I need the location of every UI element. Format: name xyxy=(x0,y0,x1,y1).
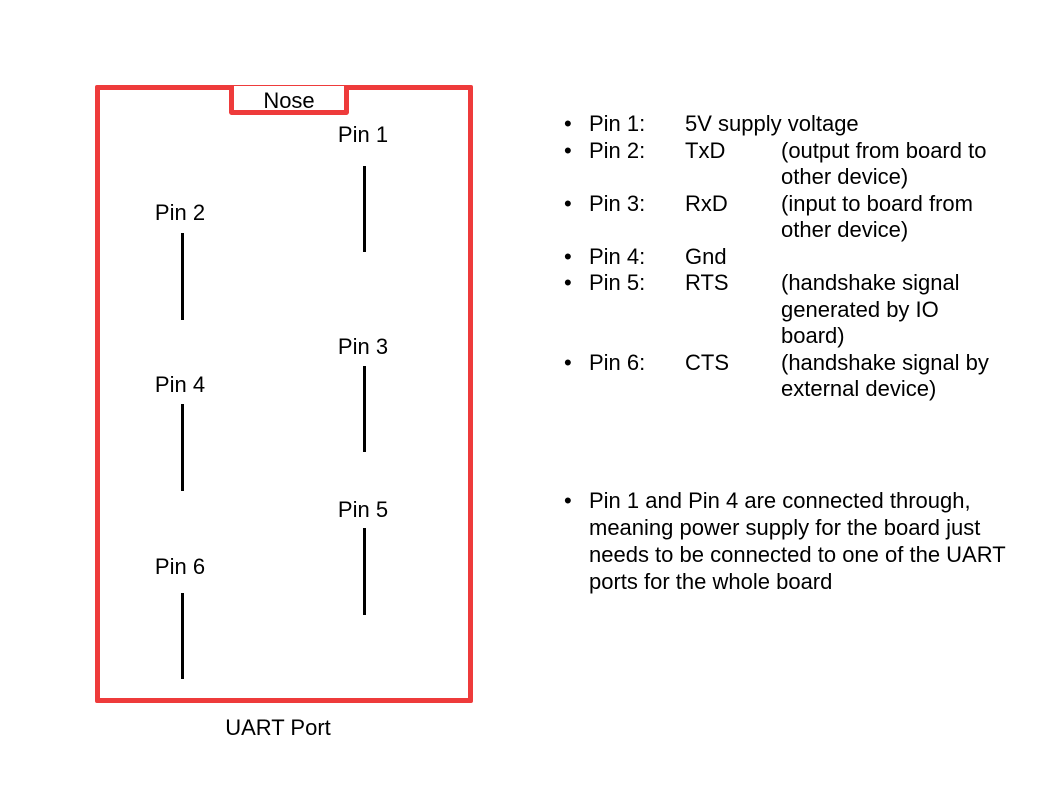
pin-4-line xyxy=(181,404,184,491)
pin-1-label: Pin 1 xyxy=(337,122,389,147)
legend-pin: Pin 6: xyxy=(589,349,646,375)
legend-description: (handshake signal generated by IO board) xyxy=(781,270,960,348)
bullet-icon: • xyxy=(564,137,572,163)
pin-3-label: Pin 3 xyxy=(337,334,389,359)
pin-2-label: Pin 2 xyxy=(154,200,206,225)
legend-signal: RTS xyxy=(685,270,729,295)
legend-signal: 5V supply voltage xyxy=(685,111,859,136)
nose-label: Nose xyxy=(263,88,315,113)
pin-3-line xyxy=(363,366,366,452)
bullet-icon: • xyxy=(564,243,572,269)
pin-4-label: Pin 4 xyxy=(154,372,206,397)
legend-signal: RxD xyxy=(685,190,728,216)
pin-6-label: Pin 6 xyxy=(154,554,206,579)
legend-item: • Pin 1: 5V supply voltage xyxy=(564,111,1001,138)
legend-item: • Pin 3: RxD (input to board from other … xyxy=(564,191,1001,244)
pin-legend: • Pin 1: 5V supply voltage • Pin 2: TxD … xyxy=(564,111,1001,403)
legend-pin: Pin 5: xyxy=(589,270,646,295)
note-text: Pin 1 and Pin 4 are connected through, m… xyxy=(589,488,1006,594)
legend-signal: CTS xyxy=(685,349,729,375)
diagram-caption: UART Port xyxy=(225,715,331,740)
bullet-icon: • xyxy=(564,488,572,513)
legend-description: (handshake signal by external device) xyxy=(781,349,989,402)
legend-pin: Pin 4: xyxy=(589,243,646,269)
bullet-icon: • xyxy=(564,190,572,216)
pin-2-line xyxy=(181,233,184,320)
pin-5-line xyxy=(363,528,366,615)
legend-signal: Gnd xyxy=(685,243,727,269)
pin-5-label: Pin 5 xyxy=(337,497,389,522)
legend-signal: TxD xyxy=(685,137,726,163)
legend-pin: Pin 3: xyxy=(589,190,646,216)
legend-pin: Pin 1: xyxy=(589,111,646,136)
legend-pin: Pin 2: xyxy=(589,137,646,163)
legend-description: (input to board from other device) xyxy=(781,190,973,243)
legend-item: • Pin 6: CTS (handshake signal by extern… xyxy=(564,350,1001,403)
pin-6-line xyxy=(181,593,184,679)
bullet-icon: • xyxy=(564,111,572,136)
legend-item: • Pin 5: RTS (handshake signal generated… xyxy=(564,270,1001,350)
legend-item: • Pin 4: Gnd xyxy=(564,244,1001,271)
legend-description: (output from board to other device) xyxy=(781,137,987,190)
connection-note: • Pin 1 and Pin 4 are connected through,… xyxy=(564,487,1009,595)
bullet-icon: • xyxy=(564,270,572,295)
pin-1-line xyxy=(363,166,366,252)
nose-outline xyxy=(229,86,349,115)
legend-item: • Pin 2: TxD (output from board to other… xyxy=(564,138,1001,191)
bullet-icon: • xyxy=(564,349,572,375)
